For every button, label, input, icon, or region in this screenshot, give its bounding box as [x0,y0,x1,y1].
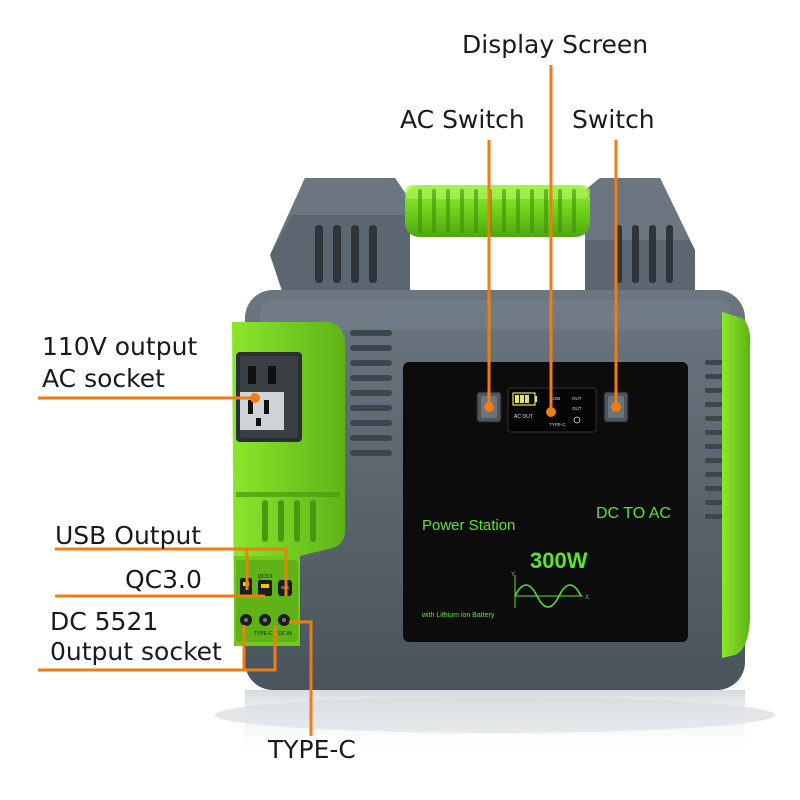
callout-switch: Switch [572,105,655,134]
panel-power-station-text: Power Station [422,517,515,534]
floor-shadow [215,690,775,760]
carry-handle [405,185,590,237]
battery-icon [512,392,537,406]
handle-bracket-right [585,178,695,300]
callout-lines [38,65,621,736]
type-c-port-label: TYPE-C [254,631,273,637]
dc-5521-socket-2[interactable] [259,614,271,626]
callout-dc-line2: 0utput socket [50,637,222,666]
screen-out-2: OUT [572,406,582,411]
panel-dc-to-ac-text: DC TO AC [596,505,671,522]
panel-battery-note: with Lithium ion Battery [421,612,495,619]
screen-usb: USB [551,396,560,401]
sine-axis-y: Y [511,572,515,578]
screen-ac-out: AC OUT [514,414,533,420]
callout-ac-switch: AC Switch [400,105,525,134]
callout-display-screen: Display Screen [462,30,649,59]
screen-type-c: TYPE-C [549,422,566,427]
callout-usb-output: USB Output [55,521,202,550]
dc-in-socket[interactable] [278,614,290,626]
handle-bracket-left [270,178,410,300]
dc-5521-socket-1[interactable] [240,614,252,626]
sine-axis-x: X [585,595,589,601]
screen-out-1: OUT [572,396,582,401]
bulb-icon [573,416,581,424]
front-panel: Power Station DC TO AC 300W with Lithium… [403,362,688,642]
callout-type-c: TYPE-C [268,735,356,764]
sine-wave-graphic: Y X [511,572,589,608]
dc-in-label: DC IN [278,631,292,637]
right-bumper [722,312,751,658]
callout-dc-line1: DC 5521 [50,607,159,636]
qc3-port-label: QC3.0 [258,574,273,580]
qc3-port[interactable]: QC3.0 [258,574,273,596]
ac-socket[interactable] [236,352,302,442]
callout-ac-socket-line2: AC socket [42,364,165,393]
callout-ac-socket-line1: 110V output [42,332,198,361]
panel-wattage-text: 300W [530,548,588,573]
callout-qc: QC3.0 [125,565,202,594]
